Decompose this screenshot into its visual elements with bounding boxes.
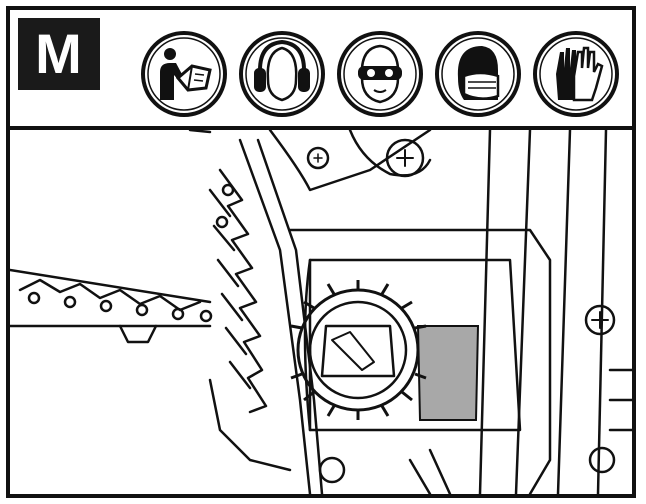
dust-mask-icon [434, 30, 522, 118]
instruction-panel: M [6, 6, 636, 498]
panel-header: M [10, 10, 632, 130]
step-letter-badge: M [18, 18, 100, 90]
eye-protection-icon [336, 30, 424, 118]
ear-protection-icon [238, 30, 326, 118]
safety-icons-row [140, 30, 630, 120]
gloves-icon [532, 30, 620, 118]
read-manual-icon [140, 30, 228, 118]
chainsaw-oil-tank-illustration [10, 130, 632, 494]
